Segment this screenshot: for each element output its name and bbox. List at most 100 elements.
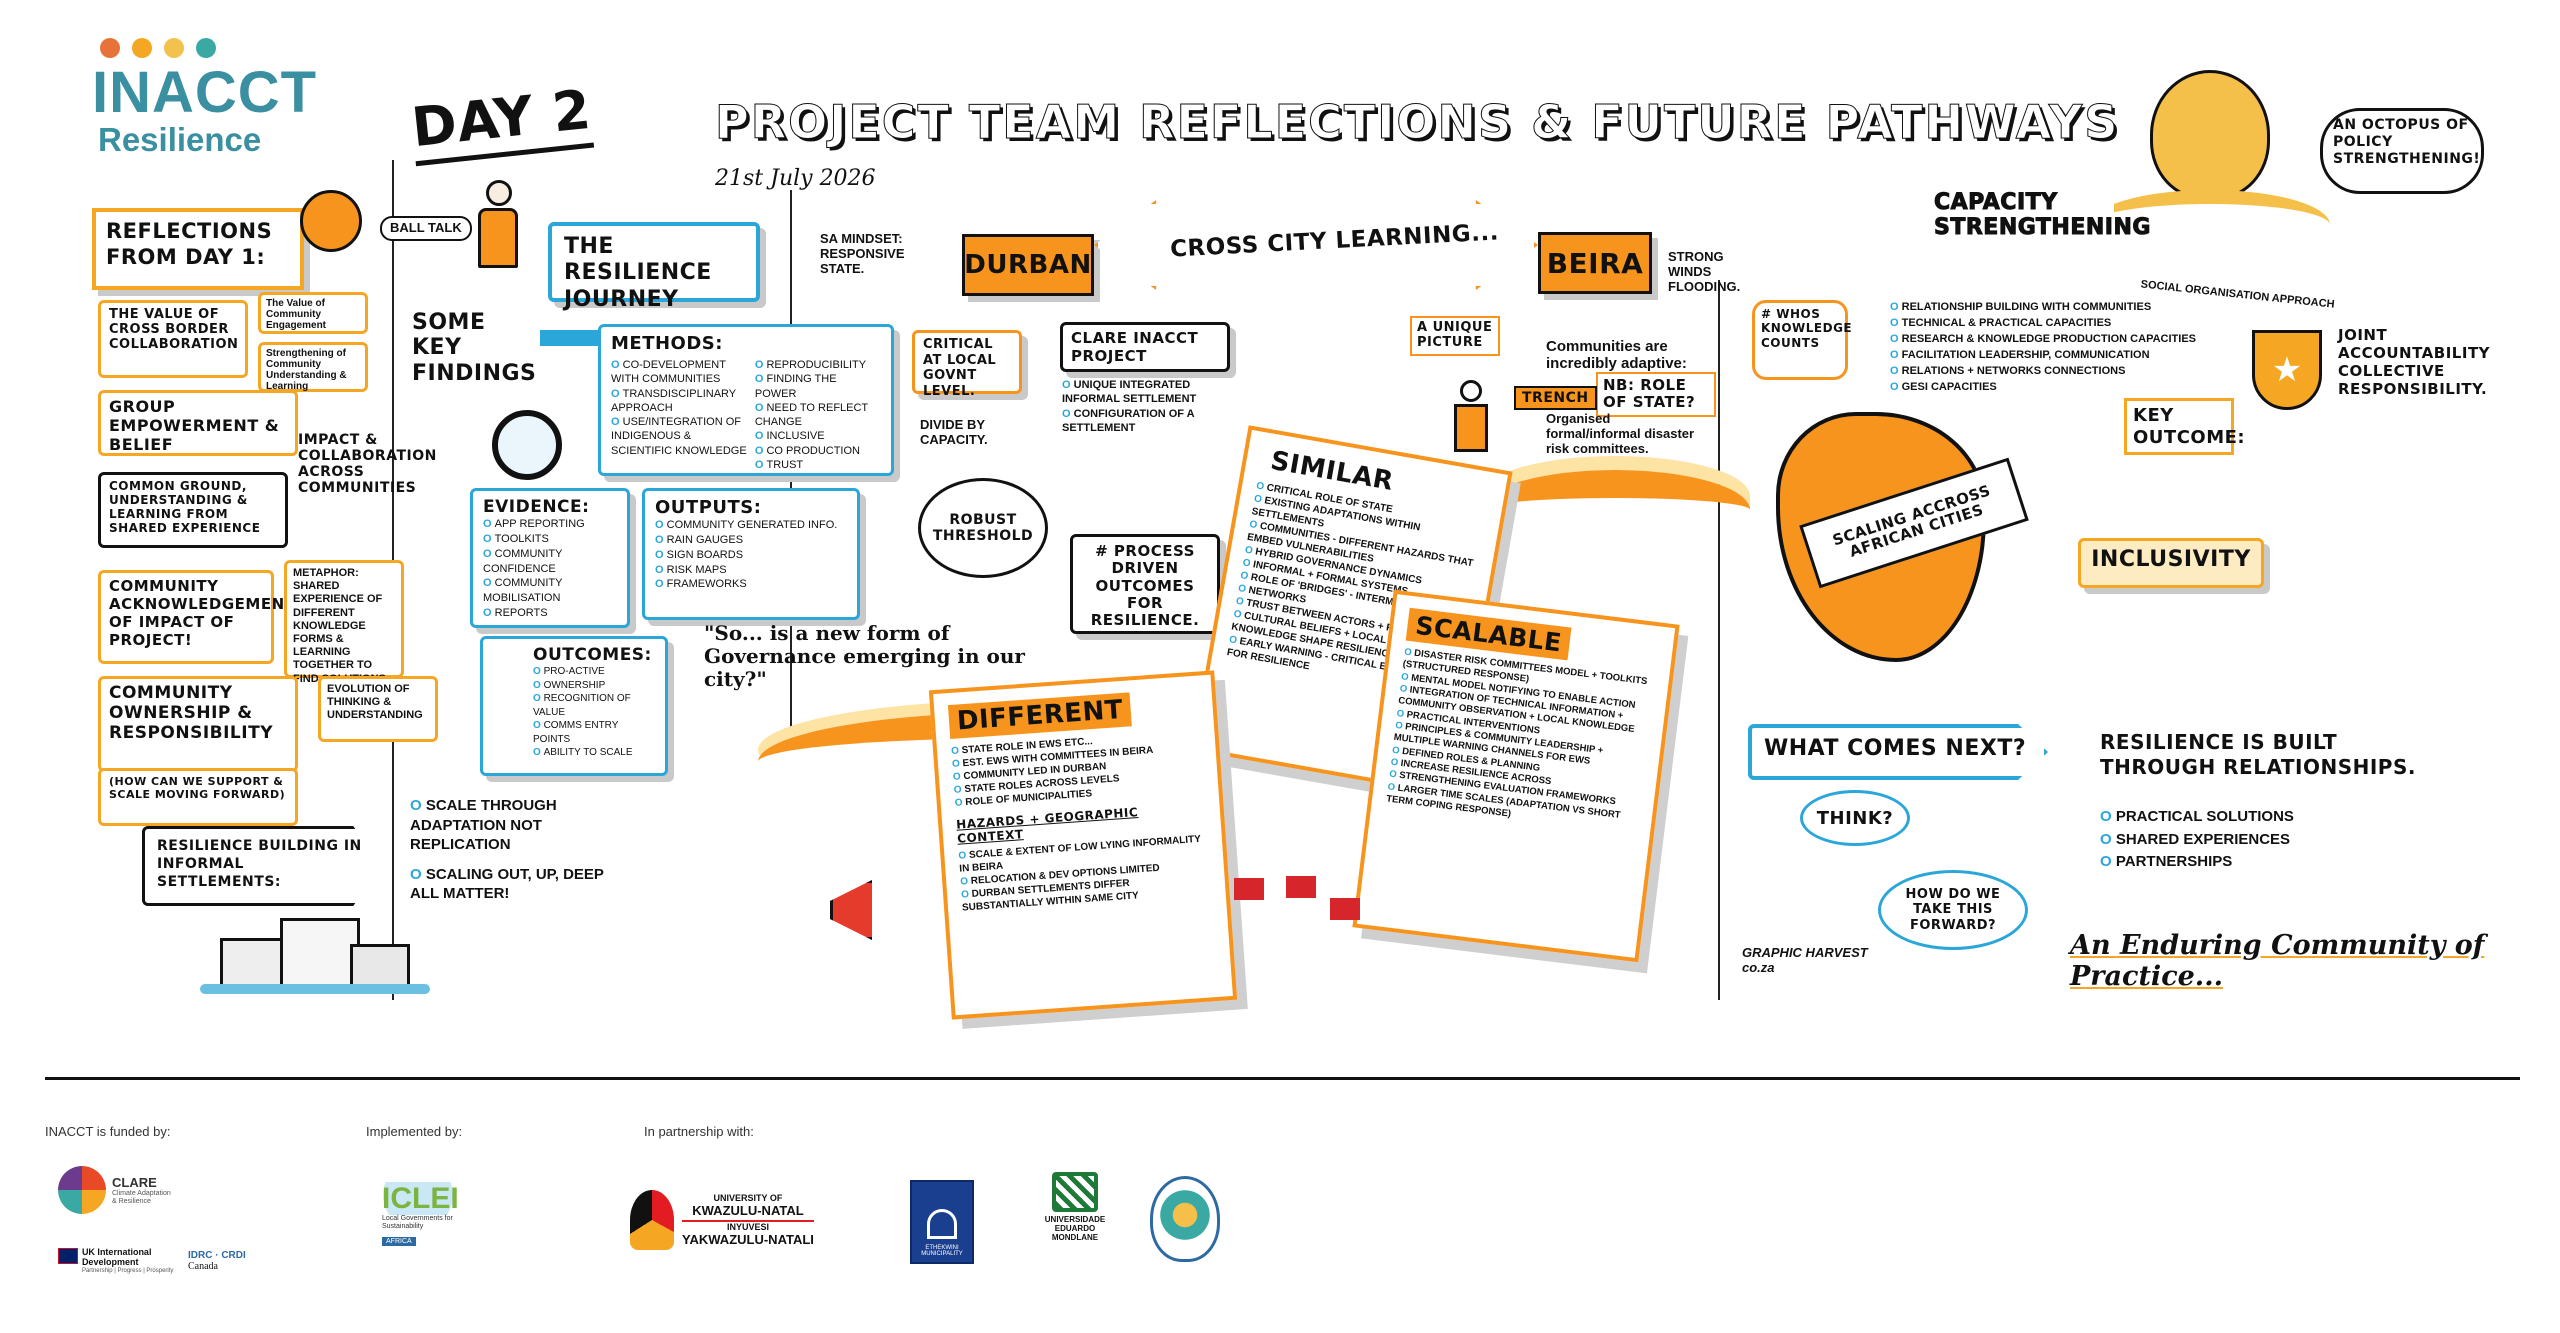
evidence-box: EVIDENCE: App reporting Toolkits Communi… [470,488,630,628]
clare-list: Unique integrated informal settlement Co… [1062,378,1242,435]
evidence-list: App reporting Toolkits Community confide… [483,517,617,621]
reflection-item: Common Ground, Understanding & Learning … [98,472,288,548]
methods-item: Inclusive [755,429,881,443]
outputs-item: Rain gauges [655,533,847,548]
reflection-item: Group Empowerment & Belief [98,390,298,456]
logo: INACCT Resilience [92,38,352,173]
day-label: DAY 2 [409,78,595,167]
scalable-list: Disaster risk committees model + toolkit… [1385,647,1655,837]
journey-title: The Resilience Journey [564,234,712,312]
outputs-item: Frameworks [655,577,847,592]
resilience-quote: Resilience is built through relationship… [2100,730,2416,779]
enduring-text: An Enduring Community of Practice... [2070,930,2485,993]
different-card: DIFFERENT State role in EWS etc... Est. … [928,670,1238,1020]
magnifier-icon [492,410,562,480]
evidence-title: EVIDENCE: [483,497,590,517]
octopus-note-box: An Octopus of Policy Strengthening! [2320,108,2484,194]
canada-wordmark: Canada [188,1261,218,1272]
uem-line1: UNIVERSIDADE [1044,1215,1106,1224]
reflection-note-text: Strengthening of Community Understanding… [266,348,347,392]
reflection-note-text: The Value of Community Engagement [266,298,327,331]
joint-text: Joint Accountability Collective Responsi… [2338,326,2491,398]
reflection-heading: Community Acknowledgement of Impact of P… [109,577,296,649]
partnership-label: In partnership with: [644,1124,754,1139]
reflection-heading: Group Empowerment & Belief [109,397,280,454]
key-outcome: KEY OUTCOME: [2124,398,2245,456]
outcomes-box: OUTCOMES: Pro-active Ownership Recogniti… [480,636,668,776]
outputs-item: Risk maps [655,563,847,578]
evidence-item: Community confidence [483,547,617,577]
next-list: Practical solutions Shared experiences P… [2100,806,2360,874]
beira-seal-logo [1150,1176,1220,1262]
signature: GRAPHIC HARVEST co.za [1742,945,1868,975]
flag-icon [1234,878,1264,900]
nb-role: NB: ROLE OF STATE? [1596,372,1716,417]
outcomes-list: Pro-active Ownership Recognition of valu… [533,665,655,760]
sa-mindset: SA MINDSET: Responsive state. [820,231,905,276]
governance-quote: "So... is a new form of Governance emerg… [704,621,1025,691]
ukzn-crest-icon [630,1190,674,1250]
methods-right-list: Reproducibility Finding the power Need t… [755,358,881,472]
reflections-title: REFLECTIONS from DAY 1: [106,219,273,270]
clare-sub: Climate Adaptation & Resilience [112,1189,171,1205]
inclusivity-box: INCLUSIVITY [2078,538,2264,588]
whos-knowledge-box: # WHOS KNOWLEDGE COUNTS [1752,300,1852,380]
uk-aid-name: UK International Development [81,1247,152,1267]
inclusivity-label: INCLUSIVITY [2091,547,2251,572]
building-title-box: Resilience Building in Informal Settleme… [142,826,382,906]
reflection-item: The Value of Cross Border Collaboration [98,300,248,378]
methods-title: METHODS: [611,333,723,354]
ukzn-line4: YAKWAZULU-NATALI [682,1232,814,1247]
clare-box: CLARE INACCT PROJECT [1060,322,1230,372]
beira-label: BEIRA [1546,246,1644,280]
outcomes-title: OUTCOMES: [533,645,652,665]
badge-star-icon: ★ [2252,330,2322,410]
reflection-item: Community Acknowledgement of Impact of P… [98,570,296,664]
clare-item: Unique integrated informal settlement [1062,378,1242,407]
ukzn-line3: INYUVESI [682,1220,814,1232]
logo-dot [100,38,120,58]
uem-logo: UNIVERSIDADE EDUARDO MONDLANE [1030,1172,1120,1264]
uk-aid-tagline: Partnership | Progress | Prosperity [81,1267,174,1274]
critical-text: Critical at local govnt level. [923,337,997,399]
octopus-illustration [2090,70,2330,300]
outcomes-item: Ability to scale [533,746,655,760]
iclei-sub: Local Governments for Sustainability [382,1215,453,1230]
key-findings: SOME KEY FINDINGS [412,310,537,386]
flow-stream [1480,470,1750,550]
idrc-name: IDRC · CRDI [188,1250,246,1261]
capacity-item: GESI capacities [1890,380,2220,396]
methods-item: Finding the power [755,372,881,401]
evidence-item: Reports [483,606,617,621]
beira-notes: Strong winds flooding. [1668,249,1741,294]
methods-item: Co production [755,444,881,458]
divider-vertical [1718,280,1720,1000]
trench-label: TRENCH [1514,386,1597,411]
clare-logo: CLARE Climate Adaptation & Resilience [58,1160,178,1220]
reflection-question: (How can we support & scale moving forwa… [109,775,286,801]
next-item: Shared experiences [2100,829,2360,852]
reflection-note: The Value of Community Engagement [258,292,368,334]
process-text: # PROCESS DRIVEN OUTCOMES FOR RESILIENCE… [1090,542,1200,629]
different-list: State role in EWS etc... Est. EWS with c… [951,728,1205,810]
evidence-item: App reporting [483,517,617,532]
durban-box: DURBAN [962,234,1094,296]
reflection-question-box: (How can we support & scale moving forwa… [98,768,298,826]
reflection-note: Evolution of Thinking & Understanding [318,676,438,742]
forward-cloud: How do we take this forward? [1878,870,2028,950]
ukzn-logo: UNIVERSITY OF KWAZULU-NATAL INYUVESI YAK… [630,1180,860,1260]
methods-list: Co-development with communities Transdis… [611,358,747,472]
outputs-list: Community generated info. Rain gauges Si… [655,518,847,592]
reflections-title-box: REFLECTIONS from DAY 1: [92,208,304,290]
digger-figure [1448,380,1498,470]
clare-logo-icon [58,1166,106,1214]
logo-dot [164,38,184,58]
organised-text: Organised formal/informal disaster risk … [1546,411,1695,456]
reflection-note: Strengthening of Community Understanding… [258,342,368,392]
idrc-logo: IDRC · CRDI Canada [188,1250,268,1284]
outcomes-item: Pro-active [533,665,655,679]
methods-item: Trust [755,458,881,472]
capacity-title: CAPACITY STRENGTHENING [1934,190,2151,241]
think-label: THINK? [1816,807,1894,829]
evidence-item: Community mobilisation [483,576,617,606]
